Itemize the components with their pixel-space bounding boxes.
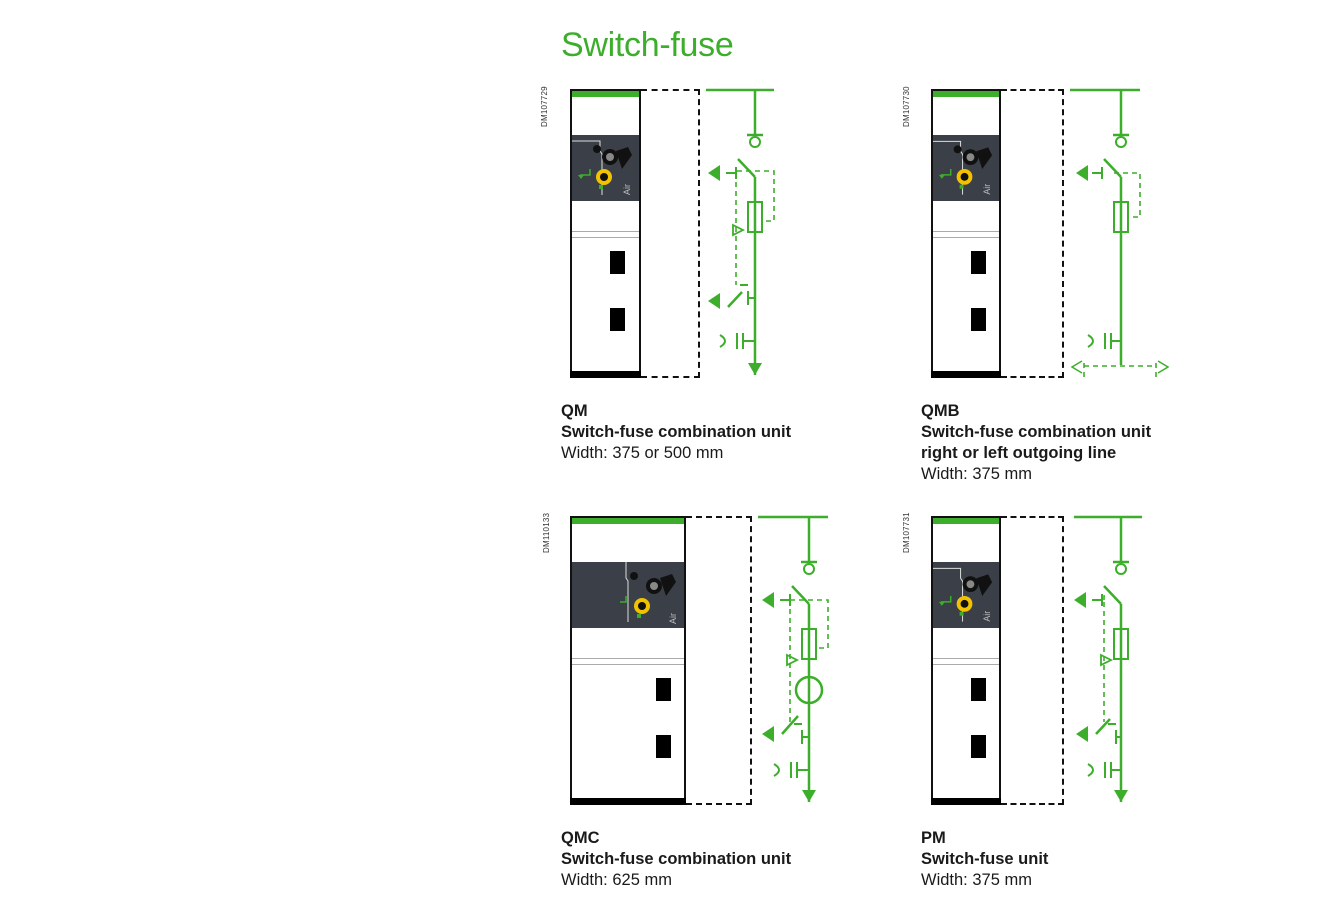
unit-caption: QMB Switch-fuse combination unit right o… [921, 401, 1151, 485]
figure-reference: DM107731 [902, 512, 911, 553]
single-line-diagram-qmc [758, 515, 829, 802]
mechanism-icon: Air [572, 140, 632, 195]
rail [572, 231, 639, 232]
earthing-switch-blade [781, 715, 799, 735]
cubicle-front-view: Air [570, 516, 686, 805]
earthing-switch-blade [727, 291, 743, 308]
cable-connection-icon [749, 136, 761, 148]
viewing-window [971, 308, 986, 331]
control-panel [933, 562, 999, 628]
unit-code: PM [921, 829, 946, 847]
viewing-window [971, 678, 986, 701]
unit-name-line2: right or left outgoing line [921, 444, 1117, 462]
figure-reference: DM110133 [542, 512, 551, 553]
cubicle-top-bar [572, 91, 639, 97]
cubicle-base [570, 798, 686, 805]
unit-code: QM [561, 402, 588, 420]
viewing-window [610, 308, 625, 331]
single-line-diagram-pm [1074, 515, 1142, 802]
mechanism-icon: Air [620, 562, 678, 624]
unit-caption: PM Switch-fuse unit Width: 375 mm [921, 828, 1048, 891]
earth-icon [708, 293, 720, 309]
figure-reference: DM107730 [902, 86, 911, 127]
viewing-window [656, 678, 671, 701]
outgoing-arrow-icon [748, 363, 762, 375]
viewing-window [971, 735, 986, 758]
unit-name: Switch-fuse combination unit [561, 850, 792, 868]
rail [933, 664, 999, 665]
cubicle-outline-dashed [1001, 89, 1064, 378]
unit-width: Width: 375 mm [921, 465, 1032, 483]
cable-connection-icon [1115, 136, 1127, 148]
cubicle-base [931, 798, 1001, 805]
cable-connection-icon [803, 563, 815, 575]
control-panel [572, 135, 639, 201]
unit-caption: QMC Switch-fuse combination unit Width: … [561, 828, 791, 891]
switch-blade [791, 585, 810, 605]
switch-blade [737, 158, 756, 178]
unit-caption: QM Switch-fuse combination unit Width: 3… [561, 401, 791, 464]
fuse-icon [801, 628, 817, 660]
viewing-window [656, 735, 671, 758]
unit-name: Switch-fuse combination unit [921, 423, 1152, 441]
svg-text:Air: Air [622, 184, 632, 195]
mechanism-icon: Air [933, 567, 992, 622]
fuse-icon [1113, 628, 1129, 660]
svg-text:Air: Air [982, 611, 992, 622]
fuse-icon [747, 201, 763, 233]
rail [933, 658, 999, 659]
striker-icon [786, 653, 800, 667]
mechanism-icon: Air [933, 140, 992, 195]
cable-connection-icon [1115, 563, 1127, 575]
unit-code: QMC [561, 829, 600, 847]
cubicle-base [931, 371, 1001, 378]
striker-icon [1100, 653, 1114, 667]
current-transformer-icon [794, 675, 824, 705]
cubicle-top-bar [572, 518, 684, 524]
earthing-switch-blade [1095, 718, 1111, 735]
rail [933, 237, 999, 238]
unit-code: QMB [921, 402, 960, 420]
striker-icon [732, 223, 746, 237]
unit-width: Width: 375 mm [921, 871, 1032, 889]
single-line-diagram-qm [706, 88, 775, 375]
earth-icon [1076, 726, 1088, 742]
single-line-diagram-qmb [1070, 88, 1170, 377]
earth-icon [708, 165, 720, 181]
cubicle-outline-dashed [686, 516, 752, 805]
unit-width: Width: 375 or 500 mm [561, 444, 724, 462]
earth-icon [1074, 592, 1086, 608]
svg-text:Air: Air [982, 184, 992, 195]
figure-reference: DM107729 [540, 86, 549, 127]
unit-width: Width: 625 mm [561, 871, 672, 889]
cubicle-front-view: Air [931, 89, 1001, 378]
cubicle-front-view: Air [570, 89, 641, 378]
unit-name: Switch-fuse unit [921, 850, 1049, 868]
earth-icon [1076, 165, 1088, 181]
left-outgoing-arrow-icon [1070, 360, 1083, 374]
cubicle-front-view: Air [931, 516, 1001, 805]
rail [572, 664, 684, 665]
unit-name: Switch-fuse combination unit [561, 423, 792, 441]
svg-text:Air: Air [668, 613, 678, 624]
rail [572, 658, 684, 659]
viewing-window [610, 251, 625, 274]
cubicle-top-bar [933, 518, 999, 524]
earth-icon [762, 726, 774, 742]
page-title: Switch-fuse [561, 26, 734, 64]
outgoing-arrow-icon [802, 790, 816, 802]
cubicle-outline-dashed [1001, 516, 1064, 805]
control-panel [933, 135, 999, 201]
cubicle-base [570, 371, 641, 378]
cubicle-top-bar [933, 91, 999, 97]
viewing-window [971, 251, 986, 274]
right-outgoing-arrow-icon [1157, 360, 1170, 374]
earth-icon [762, 592, 774, 608]
rail [933, 231, 999, 232]
outgoing-arrow-icon [1114, 790, 1128, 802]
rail [572, 237, 639, 238]
switch-blade [1103, 158, 1122, 178]
cubicle-outline-dashed [641, 89, 700, 378]
switch-blade [1103, 585, 1122, 605]
